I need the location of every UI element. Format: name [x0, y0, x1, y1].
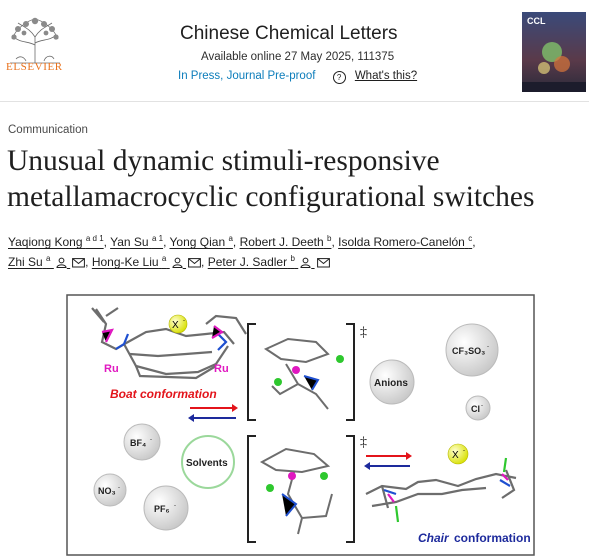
cl-charge: - — [481, 403, 483, 409]
cl-label: Cl — [471, 404, 480, 414]
envelope-icon — [316, 258, 330, 268]
anion-bubble-pf6: PF₆ - — [143, 485, 189, 531]
authors-line-2: Zhi Su a , Hong-Ke Liu a , Peter J. Sadl… — [8, 254, 330, 269]
boat-molecule — [91, 307, 247, 380]
article-title: Unusual dynamic stimuli-responsive metal… — [7, 143, 582, 215]
whats-this-link[interactable]: What's this? — [354, 70, 418, 82]
journal-cover-image[interactable]: CCL — [522, 12, 586, 92]
anion-bubble-cl: Cl - — [465, 395, 491, 421]
available-online-date: Available online 27 May 2025, 111375 — [201, 51, 395, 63]
pf6-charge: - — [174, 503, 176, 509]
solvents-label: Solvents — [186, 458, 228, 469]
dagger-upper: ‡ — [360, 325, 367, 340]
envelope-icon — [188, 258, 201, 268]
pf6-label: PF₆ — [154, 504, 170, 514]
article-type-label: Communication — [8, 124, 88, 136]
author-link[interactable]: Zhi Su a — [8, 254, 86, 269]
ru-label-left: Ru — [104, 363, 119, 375]
envelope-icon — [72, 258, 86, 268]
article-title-line-1: Unusual dynamic stimuli-responsive — [7, 145, 440, 177]
lower-bracket — [247, 435, 355, 543]
author-link[interactable]: Yan Su a 1 — [110, 234, 164, 249]
chair-conformation-label: conformation — [454, 531, 531, 545]
graphical-abstract[interactable]: X - Ru Ru Boat conformation ‡ ‡ CF₃SO₃ -… — [66, 294, 535, 556]
anion-ball-right — [447, 443, 469, 465]
chair-label: Chair — [418, 531, 450, 545]
anions-label: Anions — [374, 378, 408, 389]
bf4-label: BF₄ — [130, 438, 146, 448]
anion-bubble-no3: NO₃ - — [93, 473, 127, 507]
cf3so3-label: CF₃SO₃ — [452, 346, 485, 356]
anion-label-right: X — [452, 450, 459, 461]
solvents-bubble: Solvents — [181, 435, 235, 489]
status-row: In Press, Journal Pre-proof ? What's thi… — [178, 70, 417, 84]
anion-ball — [168, 314, 188, 334]
upper-bracket — [247, 323, 355, 421]
anion-charge-right: - — [463, 448, 465, 454]
dagger-lower: ‡ — [360, 435, 367, 450]
journal-title-link[interactable]: Chinese Chemical Letters — [180, 23, 398, 44]
equilibrium-arrows-left — [188, 404, 238, 422]
author-link[interactable]: Yong Qian a — [169, 234, 233, 249]
cover-label: CCL — [527, 16, 546, 26]
anion-charge: - — [183, 318, 185, 324]
boat-conformation-label: Boat conformation — [110, 387, 217, 401]
anion-label: X — [172, 320, 179, 331]
cf3so3-charge: - — [487, 344, 489, 350]
equilibrium-arrows-right — [364, 452, 412, 470]
person-icon — [172, 257, 183, 268]
authors-line-1: Yaqiong Kong a d 1, Yan Su a 1, Yong Qia… — [8, 234, 476, 249]
person-icon — [56, 257, 67, 268]
elsevier-wordmark[interactable]: ELSEVIER — [6, 61, 63, 73]
author-link[interactable]: Isolda Romero-Canelón c — [338, 234, 473, 249]
author-link[interactable]: Hong-Ke Liu a — [92, 254, 201, 269]
no3-charge: - — [118, 485, 120, 491]
ru-label-right: Ru — [214, 363, 229, 375]
anion-bubble-cf3so3: CF₃SO₃ - — [445, 323, 499, 377]
bf4-charge: - — [150, 437, 152, 443]
no3-label: NO₃ — [98, 486, 116, 496]
chair-molecule — [365, 469, 517, 509]
question-circle-icon[interactable]: ? — [332, 71, 346, 84]
person-icon — [300, 257, 311, 268]
author-link[interactable]: Peter J. Sadler b — [208, 254, 330, 269]
in-press-status-link[interactable]: In Press, Journal Pre-proof — [178, 70, 316, 82]
author-link[interactable]: Yaqiong Kong a d 1 — [8, 234, 104, 249]
header-divider — [0, 101, 589, 102]
anion-bubble-bf4: BF₄ - — [123, 423, 161, 461]
anions-bubble: Anions — [369, 359, 415, 405]
author-link[interactable]: Robert J. Deeth b — [239, 234, 332, 249]
elsevier-tree-logo[interactable] — [6, 8, 64, 74]
article-title-line-2: metallamacrocyclic configurational switc… — [7, 181, 535, 213]
